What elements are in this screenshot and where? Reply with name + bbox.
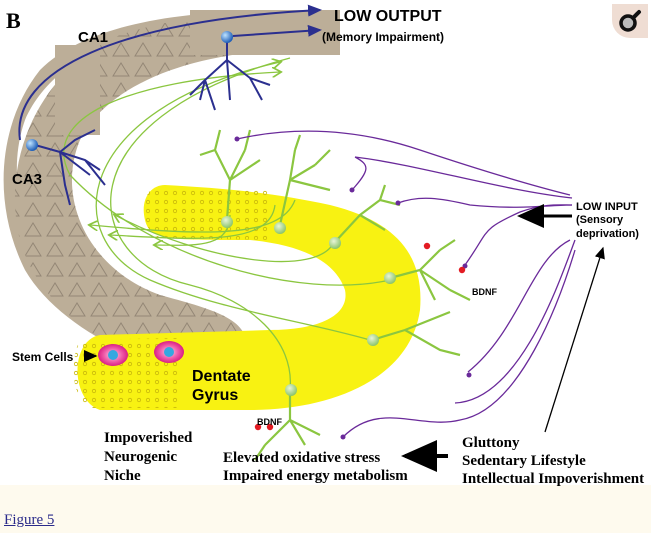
figure-caption-link[interactable]: Figure 5 [4,512,55,528]
figure-panel: B CA1 CA3 LOW OUTPUT (Memory Impairment)… [0,0,651,488]
granule-neuron-somas [221,216,396,396]
hippocampus-diagram [3,4,605,472]
pyramidal-neurons [18,4,322,206]
bdnf-label: BDNF [257,417,282,427]
effects-label: Elevated oxidative stress Impaired energ… [223,449,408,485]
low-output-label: LOW OUTPUT [334,8,442,25]
causes-label: Gluttony Sedentary Lifestyle Intellectua… [462,434,644,488]
ca1-label: CA1 [78,29,109,46]
stem-cells [98,341,184,366]
ca1-neuron-soma [221,31,233,43]
zoom-button[interactable] [612,4,648,38]
memory-impairment-label: (Memory Impairment) [322,30,445,44]
effect-line: Elevated oxidative stress [223,450,381,466]
granule-dendrites [199,129,471,461]
cause-line: Sedentary Lifestyle [462,453,586,469]
cause-line: Intellectual Impoverishment [462,471,645,487]
input-fibers [236,130,576,438]
effect-line: Impaired energy metabolism [223,468,408,484]
sensory-label: (Sensory [576,214,624,226]
dentate-label-line: Dentate [192,368,251,385]
deprivation-label: deprivation) [576,228,639,240]
niche-line: Niche [104,468,141,485]
niche-line: Impoverished [104,430,193,446]
stem-cells-label: Stem Cells [12,350,74,364]
panel-letter: B [6,8,21,33]
ca3-label: CA3 [12,171,43,188]
niche-line: Neurogenic [104,449,178,466]
black-arrows [84,204,605,472]
bdnf-molecules [254,242,466,431]
bdnf-label: BDNF [472,287,497,297]
ca3-neuron-soma [26,139,38,151]
niche-label: Impoverished Neurogenic Niche [104,429,192,487]
cause-line: Gluttony [462,435,520,451]
gyrus-label-line: Gyrus [192,387,239,405]
magnifier-icon [619,10,641,32]
low-input-label: LOW INPUT [576,201,638,213]
dentate-gyrus-label: Dentate Gyrus [192,367,251,405]
